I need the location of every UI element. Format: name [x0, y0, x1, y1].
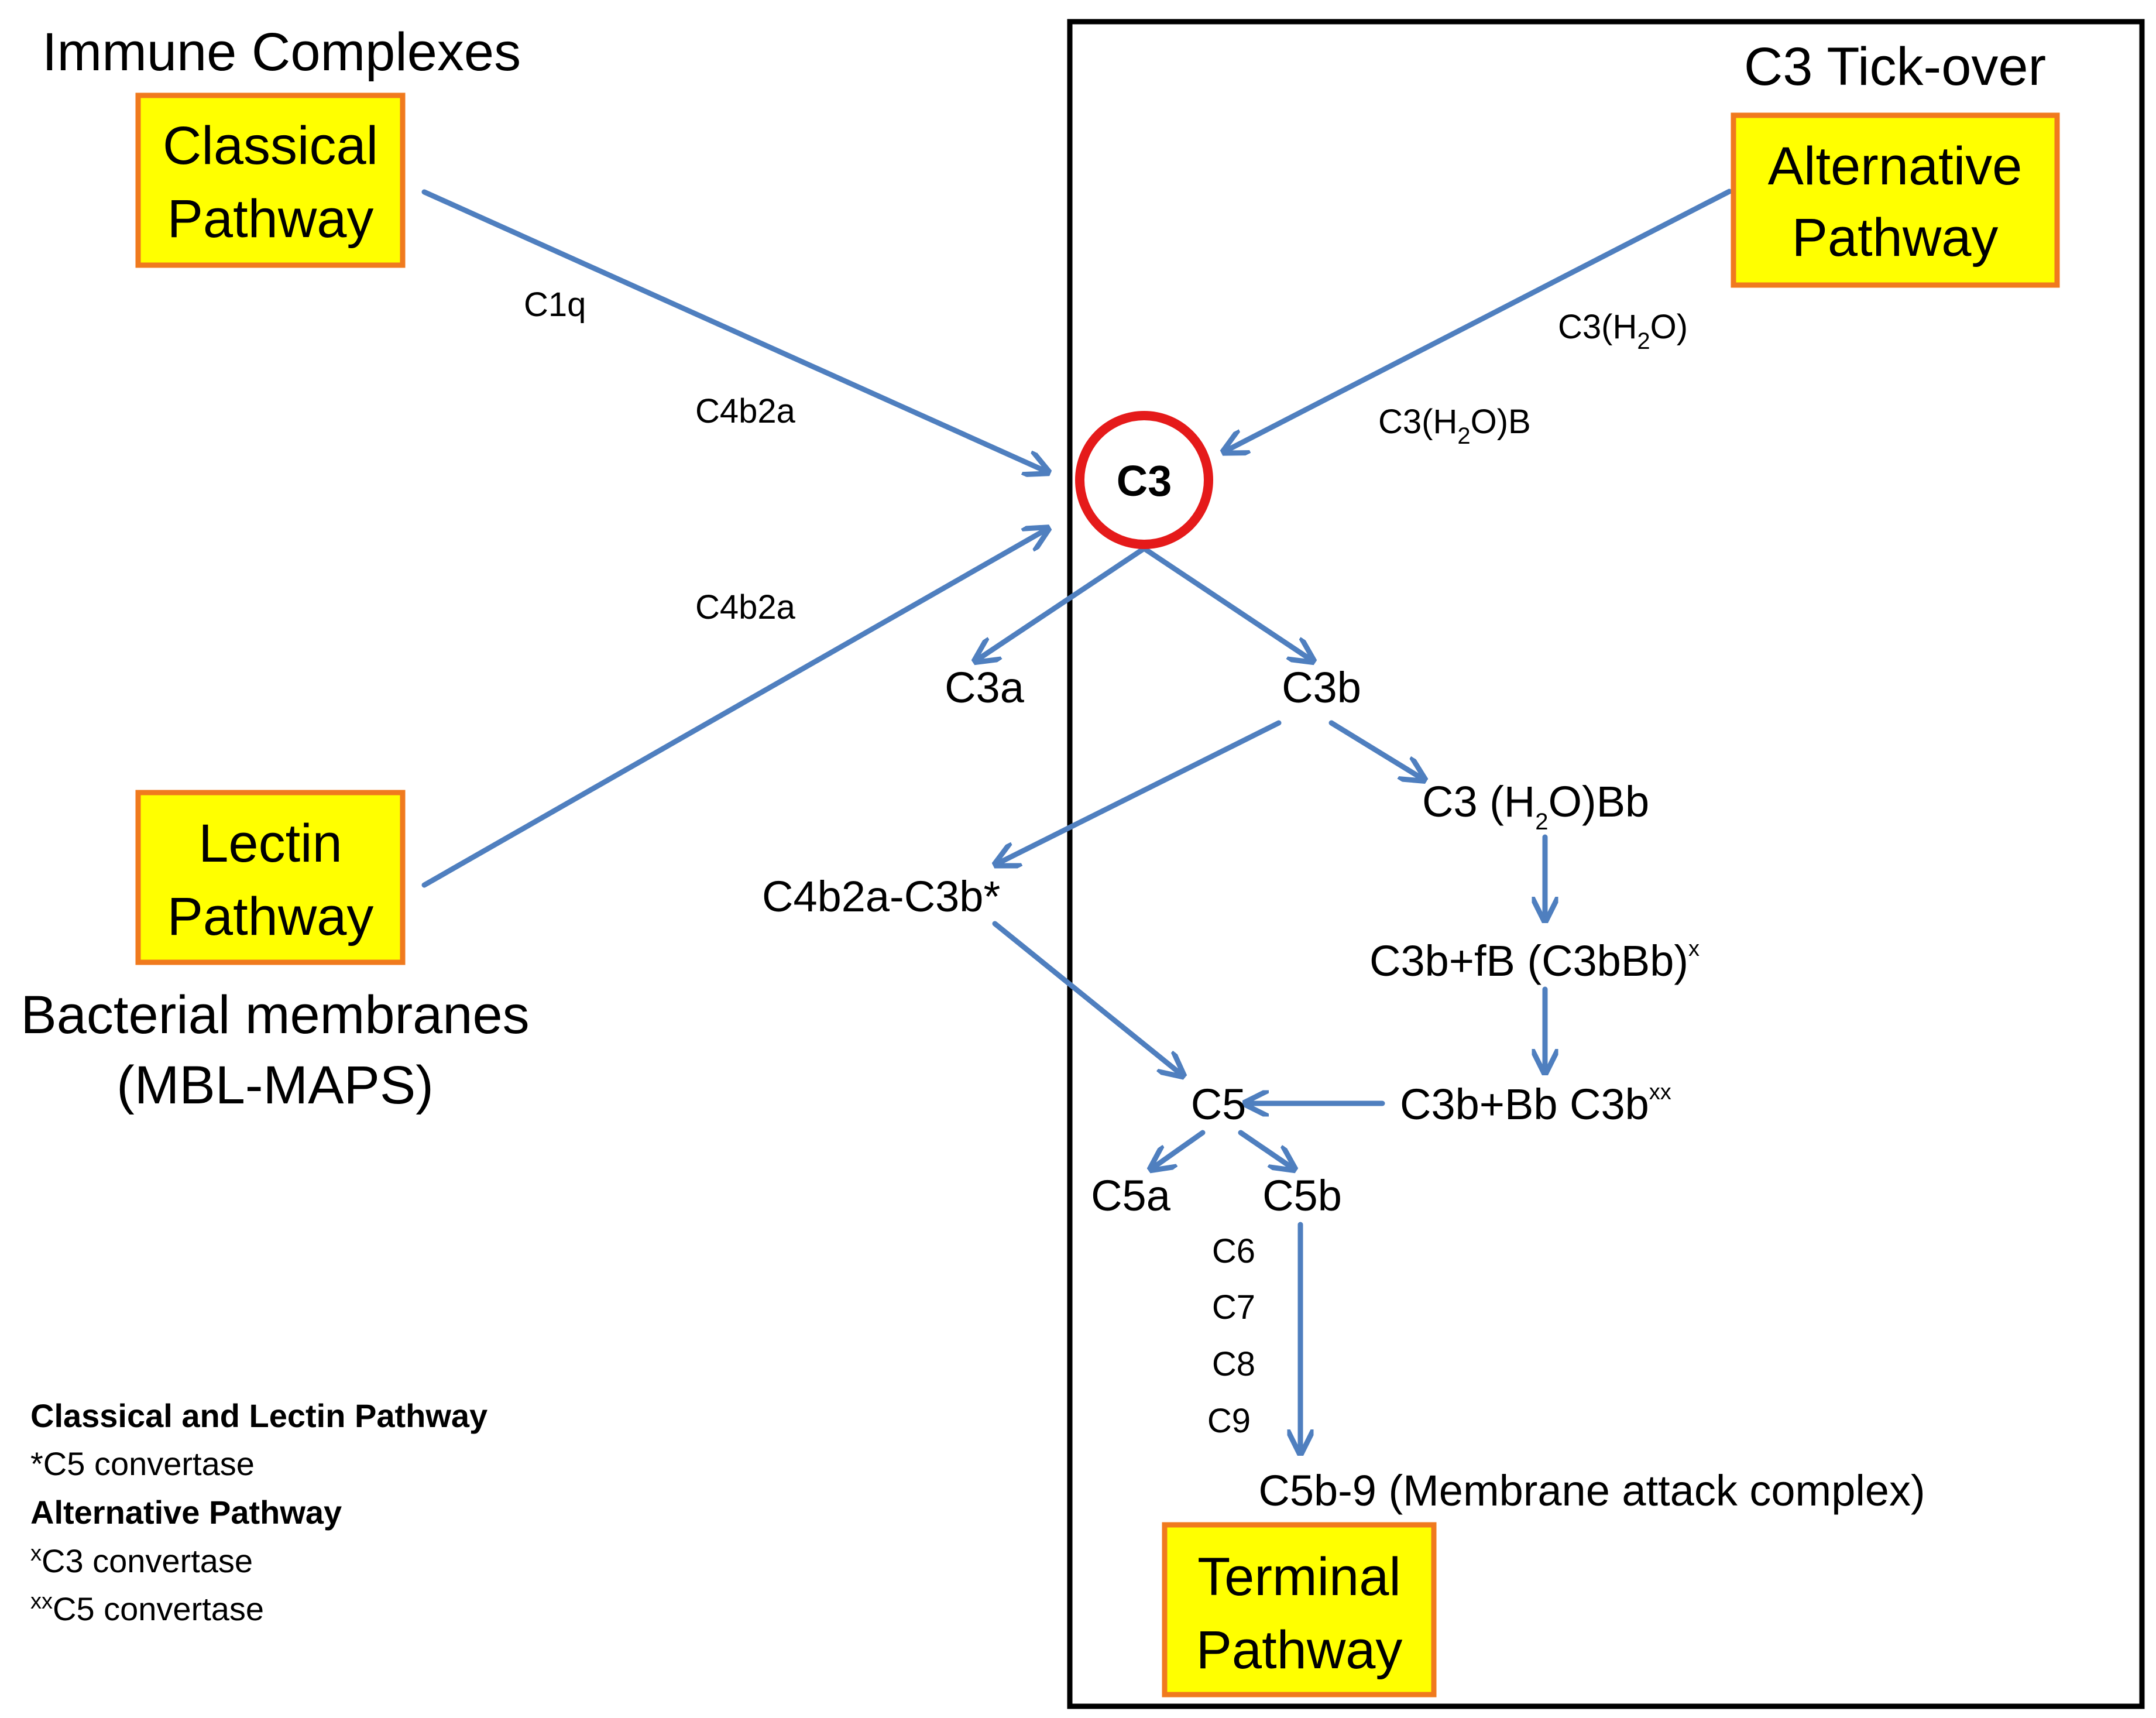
c3-h2o-bb-node-label: C3 (H2O)Bb: [1422, 777, 1649, 835]
terminal-pathway-box: Terminal Pathway: [1162, 1522, 1437, 1698]
arrow-classical-to-c3: [421, 189, 1046, 471]
lectin-pathway-box: Lectin Pathway: [135, 790, 406, 965]
c3b-bb-text: C3b+Bb C3b: [1400, 1080, 1649, 1129]
bacterial-membranes-label: Bacterial membranes: [20, 985, 529, 1045]
c4b2a-c3b-node-label: C4b2a-C3b*: [762, 872, 1000, 921]
arrows: [421, 188, 1732, 1450]
classical-pathway-line2: Pathway: [167, 189, 374, 249]
lectin-pathway-line2: Pathway: [167, 887, 374, 947]
c9-label: C9: [1207, 1402, 1251, 1440]
c3-node-label: C3: [1117, 457, 1172, 505]
classical-pathway-box: Classical Pathway: [135, 92, 406, 268]
c3b-bb-sup: xx: [1649, 1080, 1671, 1105]
arrow-c3-to-c3a: [977, 546, 1147, 660]
legend-c3-convertase: xC3 convertase: [30, 1541, 253, 1579]
legend-c3-convertase-text: C3 convertase: [42, 1542, 253, 1579]
mac-node-label: C5b-9 (Membrane attack complex): [1258, 1466, 1925, 1515]
c3-h2o-b-post: O)B: [1471, 403, 1531, 441]
c5-node-label: C5: [1191, 1080, 1247, 1129]
legend-c5-convertase-xx-text: C5 convertase: [53, 1590, 264, 1627]
legend-c5-convertase-xx-sup: xx: [30, 1589, 53, 1614]
c3-h2o-b-pre: C3(H: [1378, 403, 1457, 441]
arrow-c3b-to-c4b2a-c3b: [998, 720, 1282, 863]
c3-h2o-b-label: C3(H2O)B: [1378, 403, 1531, 449]
legend-classical-lectin-title: Classical and Lectin Pathway: [30, 1397, 487, 1434]
c3-h2o-pre: C3(H: [1558, 308, 1637, 346]
c3-h2o-post: O): [1650, 308, 1688, 346]
c5b-node-label: C5b: [1262, 1171, 1342, 1220]
legend-alternative-title: Alternative Pathway: [30, 1494, 342, 1531]
c6-label: C6: [1212, 1232, 1255, 1270]
terminal-pathway-line2: Pathway: [1196, 1620, 1403, 1680]
c3-h2o-bb-pre: C3 (H: [1422, 777, 1535, 826]
arrow-c5-to-c5a: [1153, 1130, 1206, 1168]
immune-complexes-label: Immune Complexes: [42, 22, 521, 82]
c3b-fb-node-label: C3b+fB (C3bBb)x: [1369, 937, 1700, 985]
c5a-node-label: C5a: [1091, 1171, 1171, 1220]
classical-pathway-line1: Classical: [163, 116, 378, 176]
terminal-pathway-line1: Terminal: [1197, 1547, 1401, 1607]
c3b-node-label: C3b: [1282, 663, 1361, 712]
c3-h2o-b-sub: 2: [1457, 423, 1470, 449]
legend-c3-convertase-sup: x: [30, 1541, 42, 1566]
arrow-c3b-to-c3-h2o-bb: [1328, 720, 1422, 779]
c1q-label: C1q: [524, 286, 586, 324]
c4b2a-bottom-label: C4b2a: [695, 588, 796, 626]
c3-ring: [1075, 411, 1213, 549]
arrow-c3-to-c3b: [1141, 546, 1311, 660]
arrow-c5-to-c5b: [1238, 1130, 1292, 1168]
lectin-pathway-line1: Lectin: [198, 814, 342, 873]
c4b2a-top-label: C4b2a: [695, 392, 796, 430]
legend-c5-convertase-star: *C5 convertase: [30, 1445, 255, 1482]
arrow-lectin-to-c3: [421, 530, 1046, 888]
arrow-c4b2a-c3b-to-c5: [992, 921, 1181, 1074]
legend-c5-convertase-xx: xxC5 convertase: [30, 1589, 264, 1627]
alternative-pathway-line2: Pathway: [1792, 208, 1999, 268]
c3-h2o-label: C3(H2O): [1558, 308, 1688, 354]
c3b-bb-node-label: C3b+Bb C3bxx: [1400, 1080, 1671, 1129]
mbl-maps-label: (MBL-MAPS): [116, 1055, 434, 1115]
c3-tickover-label: C3 Tick-over: [1744, 37, 2046, 97]
c3-h2o-sub: 2: [1637, 328, 1650, 354]
c7-label: C7: [1212, 1288, 1255, 1326]
c3b-fb-sup: x: [1688, 937, 1700, 961]
c3b-fb-text: C3b+fB (C3bBb): [1369, 937, 1688, 985]
c3a-node-label: C3a: [945, 663, 1025, 712]
alternative-pathway-frame: [1067, 19, 2145, 1709]
c3-h2o-bb-sub: 2: [1535, 809, 1548, 835]
alternative-pathway-box: Alternative Pathway: [1731, 112, 2060, 288]
alternative-pathway-line1: Alternative: [1768, 136, 2023, 196]
c3-h2o-bb-post: O)Bb: [1549, 777, 1650, 826]
legend: Classical and Lectin Pathway *C5 convert…: [30, 1397, 487, 1627]
arrow-alternative-to-c3: [1226, 188, 1732, 451]
c8-label: C8: [1212, 1345, 1255, 1383]
